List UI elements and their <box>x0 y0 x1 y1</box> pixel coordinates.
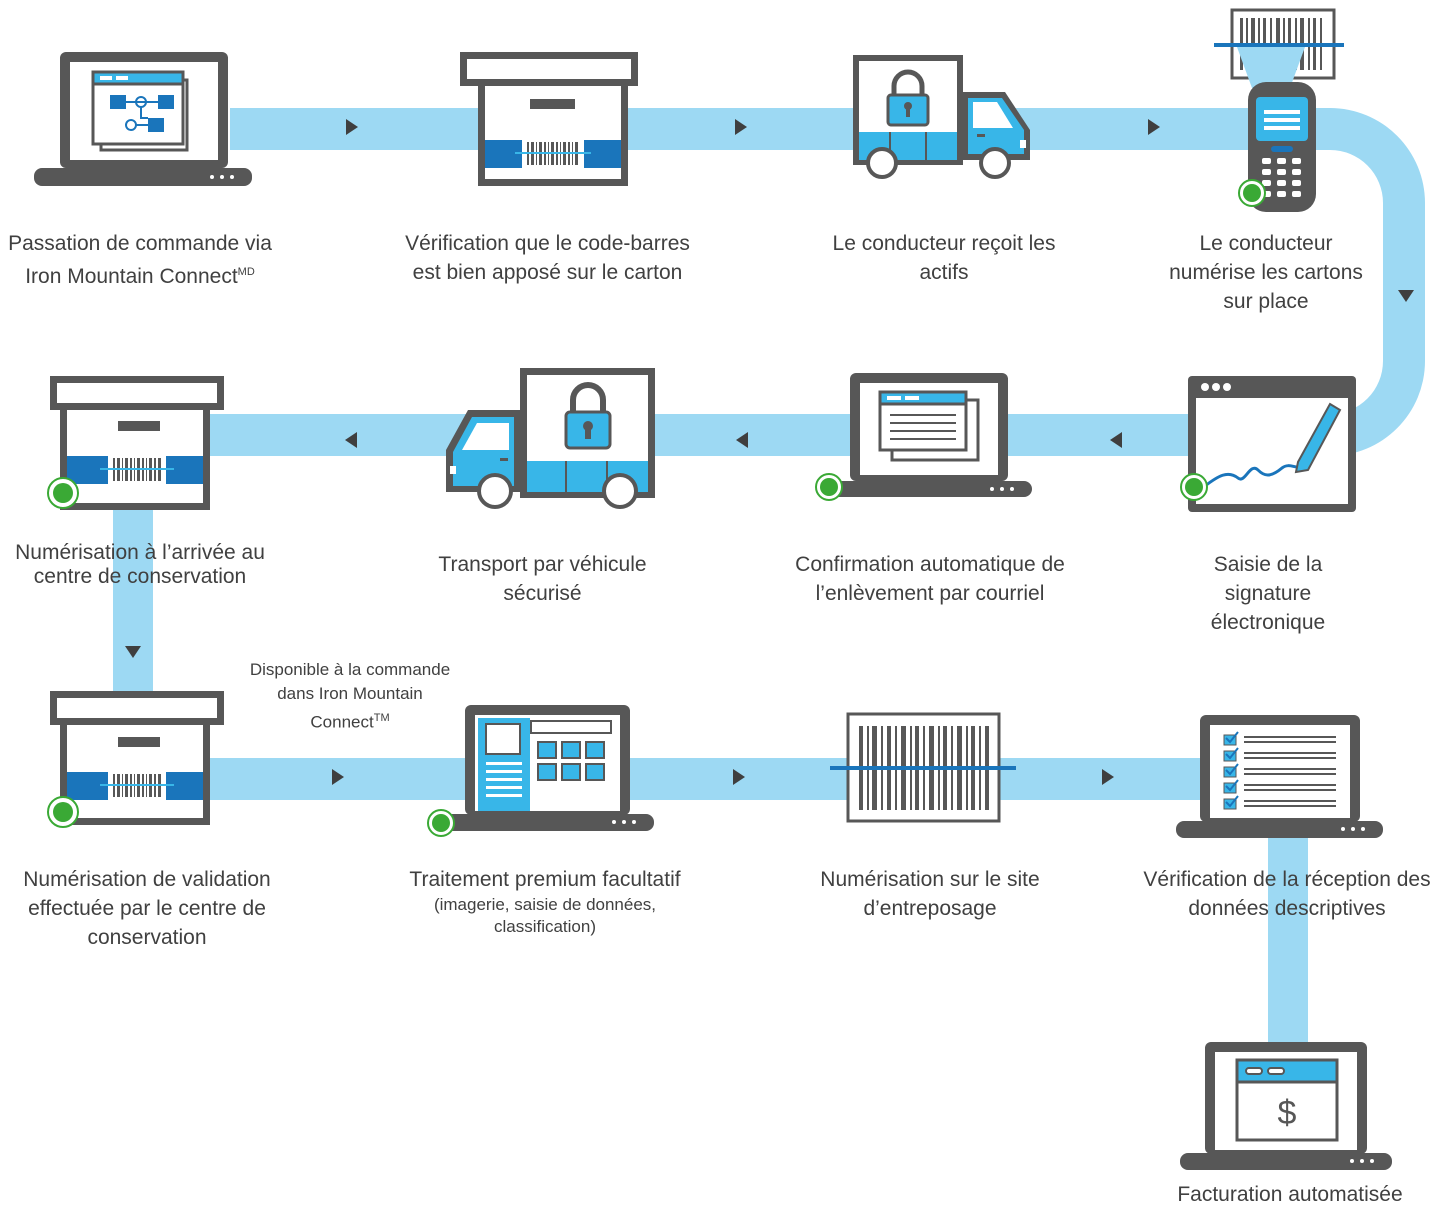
arrow-left-icon <box>1110 432 1122 448</box>
laptop-workflow-icon <box>34 52 252 186</box>
step-label-order: Passation de commande via Iron Mountain … <box>8 232 272 288</box>
step-label-validation-scan: Numérisation de validation effectuée par… <box>23 868 271 949</box>
status-dot-icon <box>1238 179 1266 207</box>
status-dot-icon <box>427 809 455 837</box>
step-label-warehouse-scan: Numérisation sur le site d’entreposage <box>820 868 1040 920</box>
archive-box-scan-icon <box>50 691 224 825</box>
laptop-checklist-icon <box>1176 715 1383 838</box>
arrow-right-icon <box>346 119 358 135</box>
signature-window-icon <box>1188 376 1356 512</box>
dollar-icon: $ <box>1278 1094 1297 1132</box>
arrow-right-icon <box>735 119 747 135</box>
step-label-premium-processing: Traitement premium facultatif (imagerie,… <box>409 868 681 936</box>
secure-truck-icon <box>446 368 655 509</box>
status-dot-icon <box>815 473 843 501</box>
step-label-driver-receives: Le conducteur reçoit les actifs <box>832 232 1056 284</box>
step-label-billing: Facturation automatisée <box>1177 1183 1403 1206</box>
step-detail-premium: (imagerie, saisie de données, classifica… <box>433 895 657 936</box>
arrow-left-icon <box>736 432 748 448</box>
arrow-right-icon <box>1102 769 1114 785</box>
step-label-barcode-check: Vérification que le code-barres est bien… <box>405 232 690 284</box>
flow-arrows <box>125 119 1414 785</box>
status-dot-icon <box>47 477 79 509</box>
handheld-scanner-icon <box>1214 8 1344 212</box>
step-label-email-confirmation: Confirmation automatique de l’enlèvement… <box>795 553 1065 605</box>
premium-availability-note: Disponible à la commande dans Iron Mount… <box>249 660 451 732</box>
archive-box-barcode-icon <box>460 52 638 186</box>
arrow-right-icon <box>332 769 344 785</box>
laptop-premium-icon <box>436 705 654 831</box>
step-label-transport: Transport par véhicule sécurisé <box>438 553 647 605</box>
barcode-scan-icon <box>830 712 1016 823</box>
arrow-right-icon <box>733 769 745 785</box>
arrow-down-icon <box>125 646 141 658</box>
step-label-signature: Saisie de la signature électronique <box>1210 553 1326 634</box>
flow-path <box>113 108 1425 1050</box>
laptop-email-icon <box>826 373 1032 497</box>
status-dot-icon <box>1180 473 1208 501</box>
status-dot-icon <box>47 796 79 828</box>
step-label-driver-scans: Le conducteur numérise les cartons sur p… <box>1169 232 1363 313</box>
laptop-invoice-icon: $ <box>1180 1042 1392 1170</box>
arrow-right-icon <box>1148 119 1160 135</box>
secure-truck-icon <box>853 55 1030 179</box>
archive-box-scan-icon <box>50 376 224 510</box>
step-label-data-verification: Vérification de la réception des données… <box>1143 868 1431 920</box>
step-label-arrival-scan: Numérisation à l’arrivée au centre de co… <box>15 541 265 588</box>
arrow-down-icon <box>1398 290 1414 302</box>
arrow-left-icon <box>345 432 357 448</box>
